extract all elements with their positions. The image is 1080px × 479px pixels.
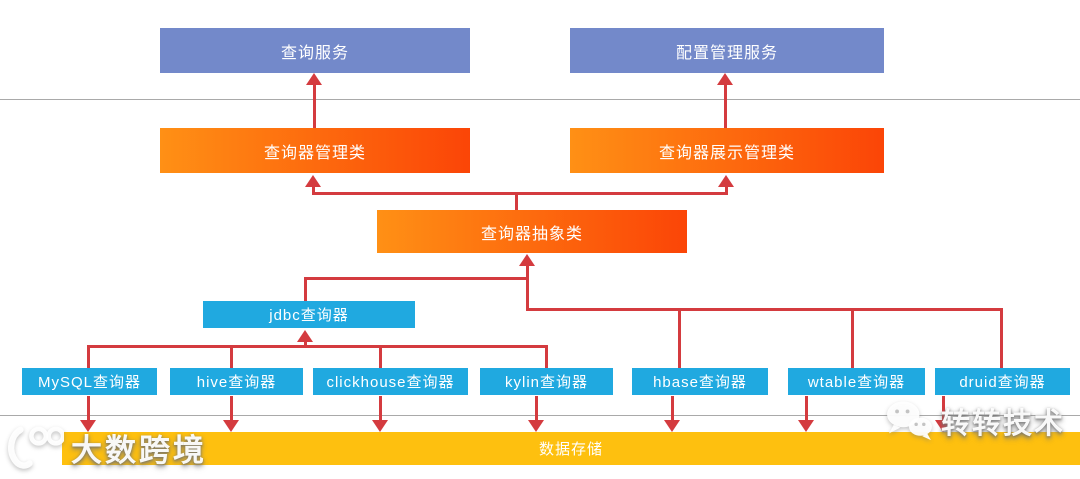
node-label: wtable查询器: [807, 374, 906, 391]
druid-drop-line: [1000, 308, 1003, 368]
line: [671, 396, 674, 421]
node-label: hive查询器: [196, 374, 277, 391]
node-druid-queryer: druid查询器: [935, 368, 1070, 395]
hive-drop-line: [230, 345, 233, 368]
arrowhead-down-icon: [223, 420, 239, 432]
line: [312, 185, 315, 195]
dashukuajing-logo-icon: [8, 426, 64, 469]
jdbc-top-line: [304, 277, 307, 303]
line: [535, 396, 538, 421]
node-label: 查询器展示管理类: [658, 144, 795, 162]
top-divider-line: [0, 99, 1080, 100]
line: [304, 340, 307, 348]
node-label: 数据存储: [538, 441, 603, 458]
arrowhead-down-icon: [528, 420, 544, 432]
line: [725, 185, 728, 195]
node-query-service: 查询服务: [160, 28, 470, 73]
arrowhead-up-icon: [717, 73, 733, 85]
line: [942, 396, 945, 421]
arrowhead-down-icon: [372, 420, 388, 432]
line: [724, 82, 727, 128]
bottom-divider-line: [0, 415, 1080, 416]
node-label: 查询服务: [280, 44, 349, 62]
node-hive-queryer: hive查询器: [170, 368, 303, 395]
line: [304, 277, 529, 280]
node-clickhouse-queryer: clickhouse查询器: [313, 368, 468, 395]
arrowhead-down-icon: [80, 420, 96, 432]
line: [230, 396, 233, 421]
node-label: kylin查询器: [504, 374, 588, 391]
arrowhead-up-icon: [519, 254, 535, 266]
node-mysql-queryer: MySQL查询器: [22, 368, 157, 395]
arrowhead-up-icon: [305, 175, 321, 187]
clickhouse-drop-line: [379, 345, 382, 368]
node-queryer-manager-class: 查询器管理类: [160, 128, 470, 173]
line: [805, 396, 808, 421]
node-queryer-abstract-class: 查询器抽象类: [377, 210, 687, 253]
node-label: MySQL查询器: [37, 374, 141, 391]
line: [87, 345, 548, 348]
node-hbase-queryer: hbase查询器: [632, 368, 768, 395]
stem-line: [515, 193, 518, 211]
arrowhead-up-icon: [718, 175, 734, 187]
arrowhead-down-icon: [798, 420, 814, 432]
line: [312, 192, 728, 195]
node-jdbc-queryer: jdbc查询器: [203, 301, 415, 328]
node-data-storage: 数据存储: [62, 432, 1080, 465]
line: [526, 308, 1003, 311]
kylin-drop-line: [545, 345, 548, 368]
node-queryer-display-manager-class: 查询器展示管理类: [570, 128, 884, 173]
node-label: 查询器管理类: [263, 144, 366, 162]
node-label: jdbc查询器: [269, 307, 349, 324]
line: [379, 396, 382, 421]
node-kylin-queryer: kylin查询器: [480, 368, 613, 395]
node-wtable-queryer: wtable查询器: [788, 368, 925, 395]
line: [526, 264, 529, 311]
node-label: clickhouse查询器: [326, 374, 455, 391]
line: [87, 396, 90, 421]
line: [313, 82, 316, 128]
node-config-management-service: 配置管理服务: [570, 28, 884, 73]
mysql-drop-line: [87, 345, 90, 368]
node-label: 查询器抽象类: [480, 225, 583, 243]
wtable-drop-line: [851, 308, 854, 368]
arrowhead-up-icon: [306, 73, 322, 85]
arrowhead-down-icon: [664, 420, 680, 432]
arrowhead-down-icon: [935, 420, 951, 432]
hbase-drop-line: [678, 308, 681, 368]
node-label: hbase查询器: [653, 374, 747, 391]
node-label: 配置管理服务: [675, 44, 778, 62]
node-label: druid查询器: [959, 374, 1046, 391]
arrowhead-up-icon: [297, 330, 313, 342]
